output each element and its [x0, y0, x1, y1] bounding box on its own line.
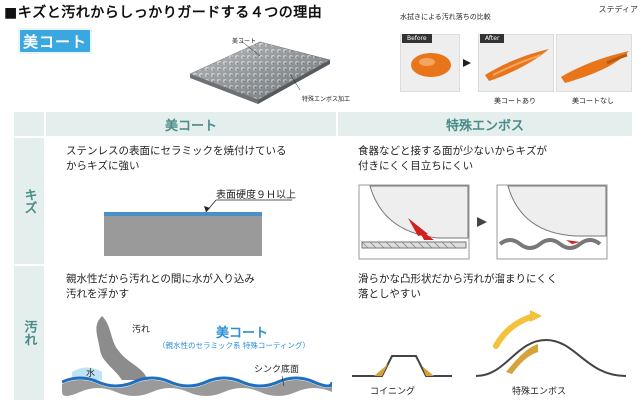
scratch-emboss-line1: 食器などと接する面が少ないからキズが: [358, 145, 547, 157]
scratch-emboss-line2: 付きにくく目立ちにくい: [358, 160, 474, 172]
scratch-bi-coat-line1: ステンレスの表面にセラミックを焼付けている: [66, 145, 287, 157]
after-photo-without-coat: [556, 34, 632, 92]
coining-profile-diagram: [352, 355, 452, 377]
dirt-emboss-line1: 滑らかな凸形状だから汚れが溜まりにくく: [358, 273, 558, 285]
table-corner: [14, 112, 44, 136]
cell-dirt-emboss: 滑らかな凸形状だから汚れが溜まりにくく 落としやすい コイニング 特殊エンボス: [338, 266, 632, 400]
cell-scratch-emboss: 食器などと接する面が少ないからキズが 付きにくく目立ちにくい: [338, 138, 632, 264]
coat-subtitle-label: （親水性のセラミック系 特殊コーティング）: [158, 341, 310, 350]
emboss-profile-diagram: [476, 310, 626, 377]
after-tag: After: [480, 34, 505, 43]
arrow-right-icon: [463, 59, 471, 67]
embossed-plate-illustration: [189, 39, 331, 104]
arrow-right-icon: [477, 217, 487, 227]
dirt-bi-coat-line2: 汚れを浮かす: [66, 288, 129, 300]
emboss-surface-scratch-diagram: [496, 184, 608, 260]
coat-label: 美コート: [232, 38, 257, 45]
column-header-bi-coat: 美コート: [46, 112, 336, 136]
row-header-dirt: 汚れ: [14, 266, 44, 400]
sink-bottom-label: シンク底面: [254, 365, 300, 375]
special-emboss-label: 特殊エンボス: [512, 387, 567, 397]
cell-scratch-bi-coat: ステンレスの表面にセラミックを焼付けている からキズに強い 表面硬度９Ｈ以上: [46, 138, 336, 264]
scratch-bi-coat-line2: からキズに強い: [66, 160, 140, 172]
bi-coat-badge: 美コート: [18, 28, 92, 54]
dirt-bi-coat-line1: 親水性だから汚れとの間に水が入り込み: [66, 273, 255, 285]
before-tag: Before: [402, 34, 432, 43]
dirt-label: 汚れ: [132, 325, 151, 335]
hydrophilic-coating-diagram: [62, 316, 332, 396]
features-table: 美コート 特殊エンボス キズ 汚れ ステンレスの表面にセラミックを焼付けている …: [14, 112, 632, 400]
dirt-emboss-line2: 落としやすい: [358, 288, 421, 300]
brand-name: ステディア: [598, 5, 638, 14]
comparison-title: 水拭きによる汚れ落ちの比較: [400, 13, 491, 21]
flat-surface-scratch-diagram: [358, 184, 470, 260]
cell-dirt-bi-coat: 親水性だから汚れとの間に水が入り込み 汚れを浮かす 汚れ 水 美コート （親水性…: [46, 266, 336, 400]
coining-label: コイニング: [370, 387, 416, 397]
after-photo-with-coat: [478, 34, 554, 92]
column-header-special-emboss: 特殊エンボス: [338, 112, 632, 136]
row-header-scratch: キズ: [14, 138, 44, 264]
caption-without-coat: 美コートなし: [572, 97, 614, 105]
page-title: ■キズと汚れからしっかりガードする４つの理由: [4, 5, 323, 21]
emboss-label: 特殊エンボス加工: [302, 96, 351, 103]
coating-cross-section: [104, 199, 292, 256]
surface-hardness-label: 表面硬度９Ｈ以上: [216, 190, 296, 201]
coat-title-label: 美コート: [216, 326, 269, 341]
caption-with-coat: 美コートあり: [494, 97, 536, 105]
water-label: 水: [86, 369, 96, 379]
